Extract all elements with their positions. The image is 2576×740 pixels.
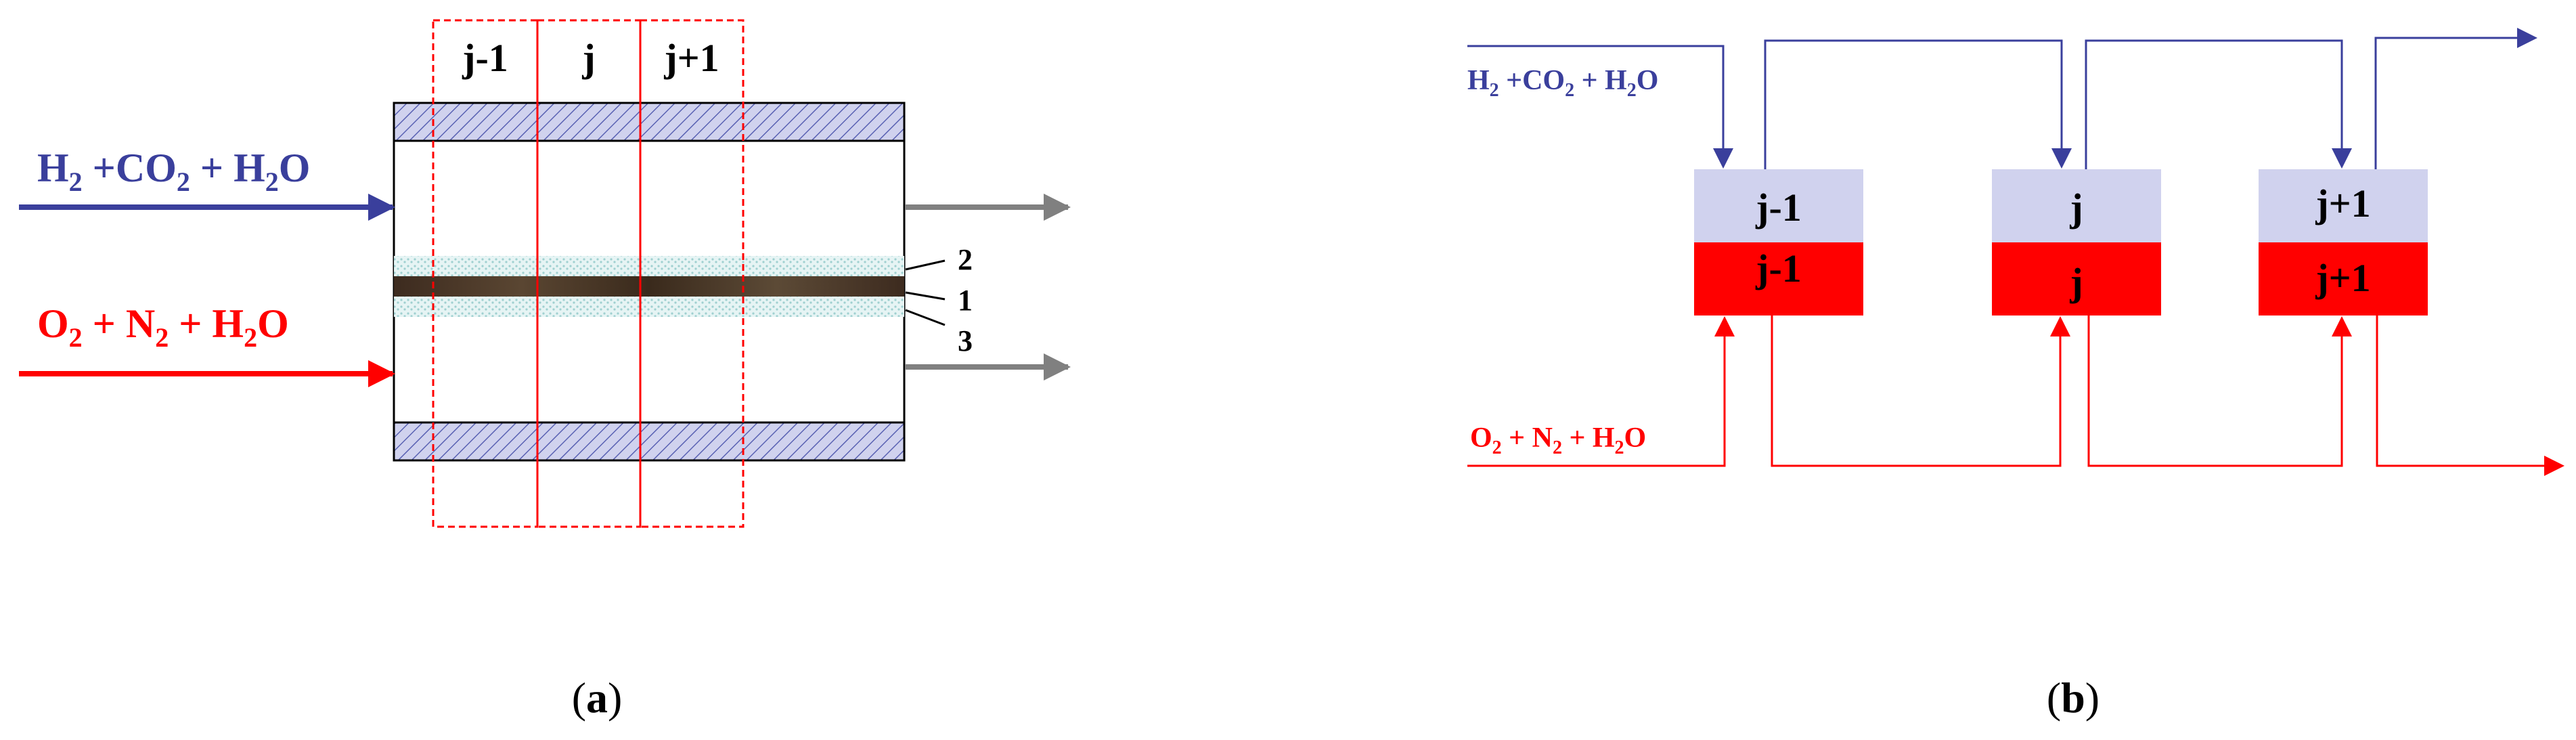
cathode-inlet-label: O2 + N2 + H2O [37, 301, 289, 353]
segment-box-j [536, 19, 642, 528]
cathode-flow-j-to-j+1 [2087, 315, 2352, 467]
membrane-layer-1 [394, 276, 904, 297]
caption-a: (a) [572, 674, 623, 722]
layer-label-2: 2 [958, 243, 973, 276]
segment-label: j+1 [663, 36, 719, 80]
top-plate [393, 102, 906, 142]
anode-inlet-label: H2 +CO2 + H2O [37, 146, 310, 197]
cell-bottom-label: j+1 [2315, 256, 2370, 300]
cell-top-label: j+1 [2315, 181, 2370, 225]
caption-b: (b) [2047, 674, 2100, 722]
cell-top-label: j [2069, 186, 2083, 230]
cell-top-label: j-1 [1755, 186, 1802, 230]
anode-inlet-flow [1467, 45, 1733, 169]
layer-label-1: 1 [958, 284, 973, 317]
cell-j: j j [1992, 169, 2161, 315]
segment-box-j+1 [639, 19, 745, 528]
bottom-plate [393, 421, 906, 462]
layer-label-3: 3 [958, 324, 973, 357]
cell-j-1: j-1 j-1 [1694, 169, 1863, 315]
cell-j+1: j+1 j+1 [2259, 169, 2428, 315]
cell-bottom-label: j-1 [1755, 246, 1802, 290]
segment-label: j-1 [462, 36, 508, 80]
anode-inlet-label-b: H2 +CO2 + H2O [1467, 65, 1658, 101]
anode-cell-top [1694, 169, 1863, 242]
cathode-cell-bottom [2259, 242, 2428, 315]
cathode-inlet-flow [1467, 316, 1735, 467]
cathode-cell-bottom [1992, 242, 2161, 315]
callout-line-1 [905, 291, 946, 301]
cathode-inlet-label-b: O2 + N2 + H2O [1470, 422, 1646, 458]
anode-cell-top [1992, 169, 2161, 242]
panel-a: j-1 j j+1 H2 +CO2 + H2O O2 + N2 + H2O 2 … [19, 19, 1071, 722]
anode-cell-top [2259, 169, 2428, 242]
panel-b: j-1 j-1 j j j+1 j+1 H2 +CO2 + H2O O2 + N… [1467, 28, 2564, 722]
anode-flow-j-to-j+1 [2085, 39, 2352, 169]
cathode-cell-bottom [1694, 242, 1863, 315]
segment-label: j [581, 36, 595, 80]
cathode-flow-j-1-to-j [1771, 315, 2070, 467]
anode-flow-j-1-to-j [1764, 39, 2072, 169]
cathode-outlet-flow [2376, 315, 2564, 476]
anode-outlet-flow [2374, 28, 2537, 169]
callout-line-3 [905, 309, 946, 326]
callout-line-2 [905, 259, 946, 271]
electrode-layer-3 [394, 297, 904, 317]
cell-bottom-label: j [2069, 260, 2083, 304]
electrode-layer-2 [394, 256, 904, 276]
